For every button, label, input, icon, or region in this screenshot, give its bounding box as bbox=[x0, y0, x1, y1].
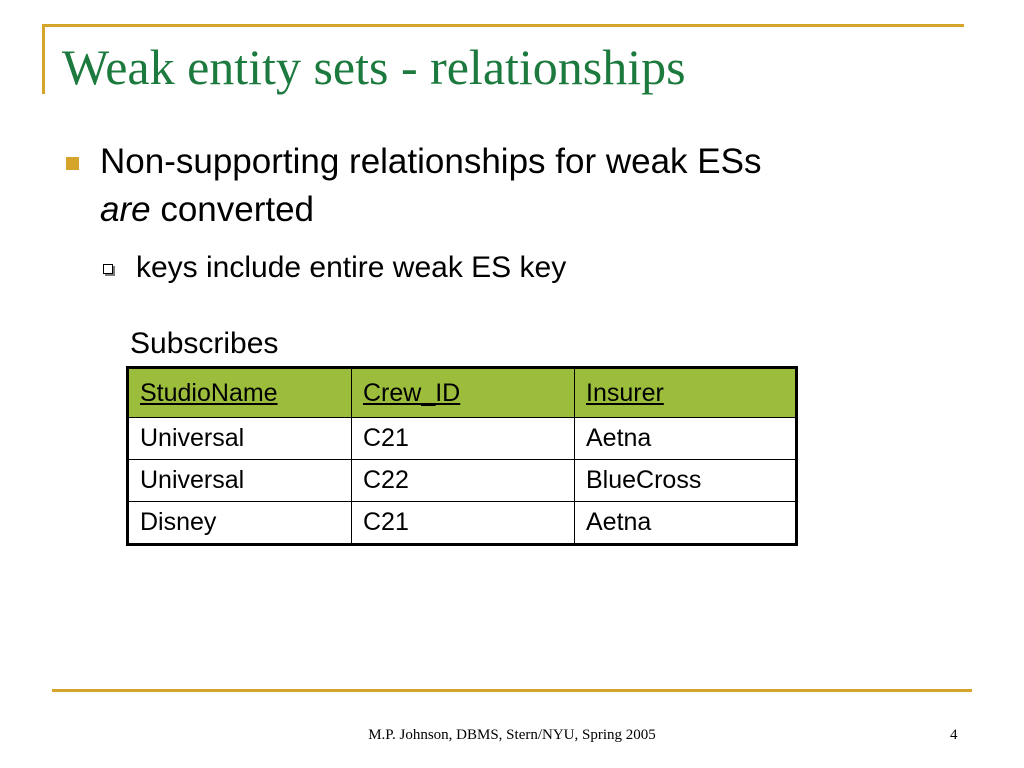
bullet-main-rest: converted bbox=[150, 190, 315, 229]
bullet-main-text: Non-supporting relationships for weak ES… bbox=[100, 142, 762, 181]
table-cell: Disney bbox=[127, 501, 352, 545]
sub-bullet-text: keys include entire weak ES key bbox=[136, 251, 567, 284]
hollow-square-bullet-icon bbox=[103, 264, 113, 274]
table-cell: Aetna bbox=[574, 417, 797, 460]
table-row: Universal C21 Aetna bbox=[127, 417, 797, 460]
subscribes-table: StudioName Crew_ID Insurer Universal C21… bbox=[126, 366, 798, 546]
table-cell: C21 bbox=[351, 501, 575, 545]
frame-vertical-rule bbox=[42, 24, 45, 94]
footer-text: M.P. Johnson, DBMS, Stern/NYU, Spring 20… bbox=[368, 727, 656, 743]
header-cell: Crew_ID bbox=[351, 367, 575, 418]
emphasis-are: are bbox=[100, 190, 151, 229]
header-cell: StudioName bbox=[127, 367, 352, 418]
footer-rule bbox=[52, 689, 972, 692]
table-row: Disney C21 Aetna bbox=[127, 501, 797, 545]
page-number: 4 bbox=[950, 727, 958, 743]
table-cell: Universal bbox=[127, 417, 352, 460]
table-caption: Subscribes bbox=[130, 327, 279, 360]
bullet-main-continuation: are converted bbox=[100, 188, 314, 232]
table-cell: Universal bbox=[127, 459, 352, 502]
slide-title: Weak entity sets - relationships bbox=[62, 39, 686, 95]
table-header-row: StudioName Crew_ID Insurer bbox=[127, 367, 797, 418]
square-bullet-icon bbox=[66, 157, 79, 170]
table-cell: C22 bbox=[351, 459, 575, 502]
frame-top-rule bbox=[42, 24, 964, 27]
table-row: Universal C22 BlueCross bbox=[127, 459, 797, 502]
table-cell: C21 bbox=[351, 417, 575, 460]
table-cell: BlueCross bbox=[574, 459, 797, 502]
table-cell: Aetna bbox=[574, 501, 797, 545]
header-cell: Insurer bbox=[574, 367, 797, 418]
